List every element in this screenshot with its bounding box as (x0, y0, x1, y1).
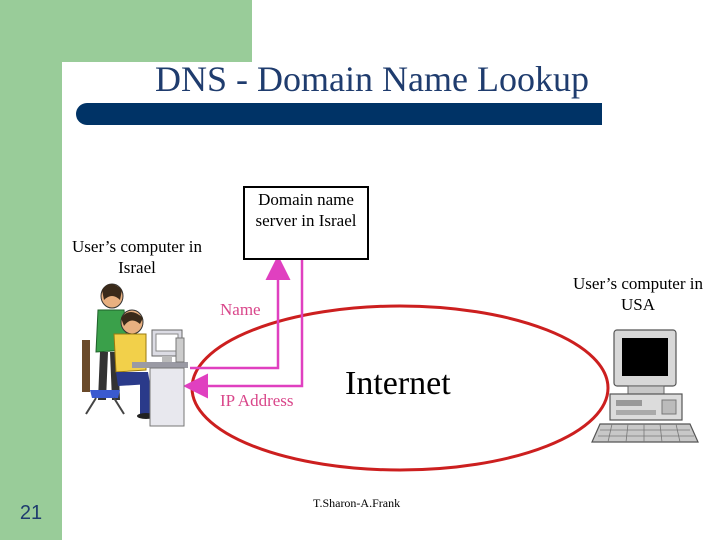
green-side-bar (0, 0, 62, 540)
name-request-arrow (190, 255, 291, 370)
usa-computer-label: User’s computer in USA (573, 274, 703, 314)
ip-response-arrow (183, 258, 304, 399)
dns-server-box: Domain name server in Israel (243, 186, 369, 260)
name-request-label: Name (220, 300, 261, 319)
page-number: 21 (19, 502, 43, 524)
israel-computer-label: User’s computer in Israel (72, 237, 202, 277)
usa-computer-illustration (591, 329, 699, 443)
title-underline-bar (76, 103, 602, 125)
slide-title: DNS - Domain Name Lookup (155, 59, 589, 99)
green-corner-band (62, 0, 252, 62)
internet-label: Internet (345, 365, 451, 402)
dns-server-label: Domain name server in Israel (255, 190, 357, 230)
ip-address-label: IP Address (220, 391, 294, 410)
israel-users-illustration (82, 283, 188, 427)
content-area (62, 62, 720, 540)
author-credit: T.Sharon-A.Frank (313, 496, 401, 510)
